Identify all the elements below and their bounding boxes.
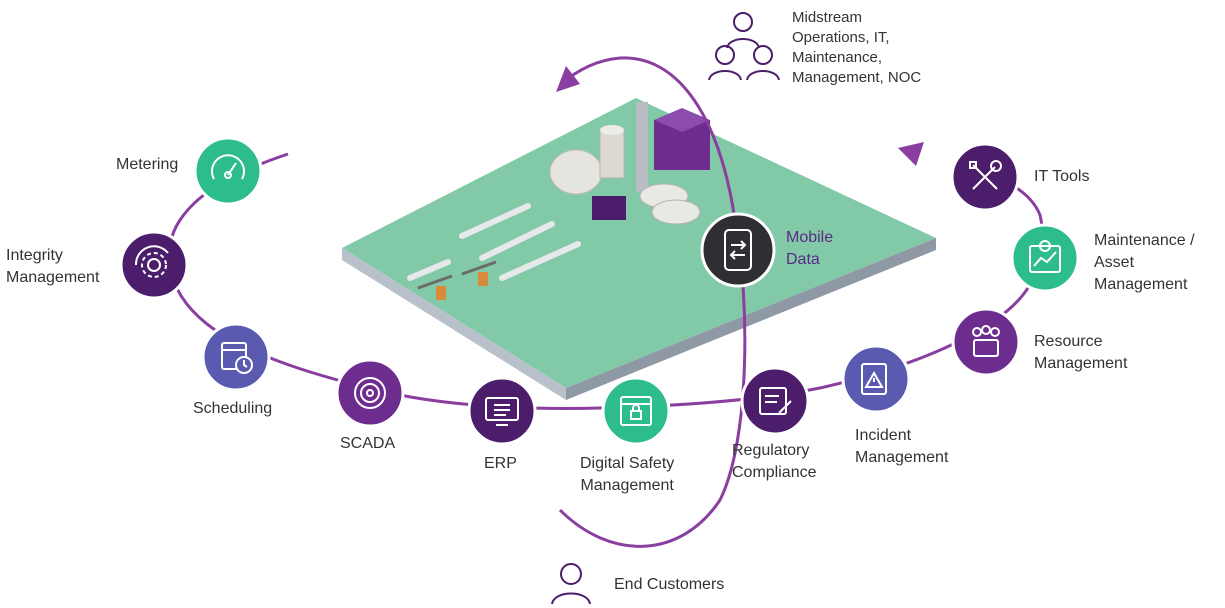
node-metering [193,136,263,206]
label-incident: Incident Management [855,427,949,466]
label-scheduling: Scheduling [193,400,273,417]
node-ittools [950,142,1020,212]
node-scada [335,358,405,428]
node-circle [1010,223,1080,293]
mobile-data-label: Mobile Data [786,229,834,268]
arrow-head-right [898,142,924,166]
document-edit-icon [759,387,792,415]
node-erp [467,376,537,446]
label-metering: Metering [116,156,179,173]
node-circle [335,358,405,428]
signal-icon [354,377,386,409]
node-safety [601,376,671,446]
label-resource: Resource Management [1034,333,1128,372]
gauge-icon [211,154,245,180]
end-customers-label: End Customers [614,576,725,593]
label-integrity: Integrity Management [6,247,100,286]
node-integrity [119,230,189,300]
node-resource [951,307,1021,377]
people-monitor-icon [972,325,1000,357]
label-ittools: IT Tools [1034,168,1090,185]
warning-document-icon [861,363,887,395]
wrench-screwdriver-icon [969,160,1002,190]
chart-gear-icon [1029,240,1061,273]
mobile-sync-icon [724,229,752,271]
node-circle [119,230,189,300]
mobile-data-node [700,212,776,288]
label-maintenance: Maintenance / Asset Management [1094,232,1195,293]
label-safety: Digital Safety Management [580,455,675,494]
calendar-clock-icon [221,342,253,374]
arrow-head-left [556,66,580,92]
browser-lock-icon [620,396,652,426]
node-maintenance [1010,223,1080,293]
gear-cycle-icon [134,245,169,278]
person-icon [551,563,591,605]
node-circle [201,322,271,392]
node-incident [841,344,911,414]
node-scheduling [201,322,271,392]
label-regulatory: Regulatory Compliance [732,442,817,481]
monitor-document-icon [485,397,519,426]
label-erp: ERP [484,455,517,472]
node-circle [951,307,1021,377]
label-scada: SCADA [340,435,396,452]
people-group-icon [708,12,780,81]
facility-platform [342,98,936,400]
stakeholders-label: Midstream Operations, IT, Maintenance, M… [792,9,922,86]
node-circle [841,344,911,414]
node-regulatory [740,366,810,436]
